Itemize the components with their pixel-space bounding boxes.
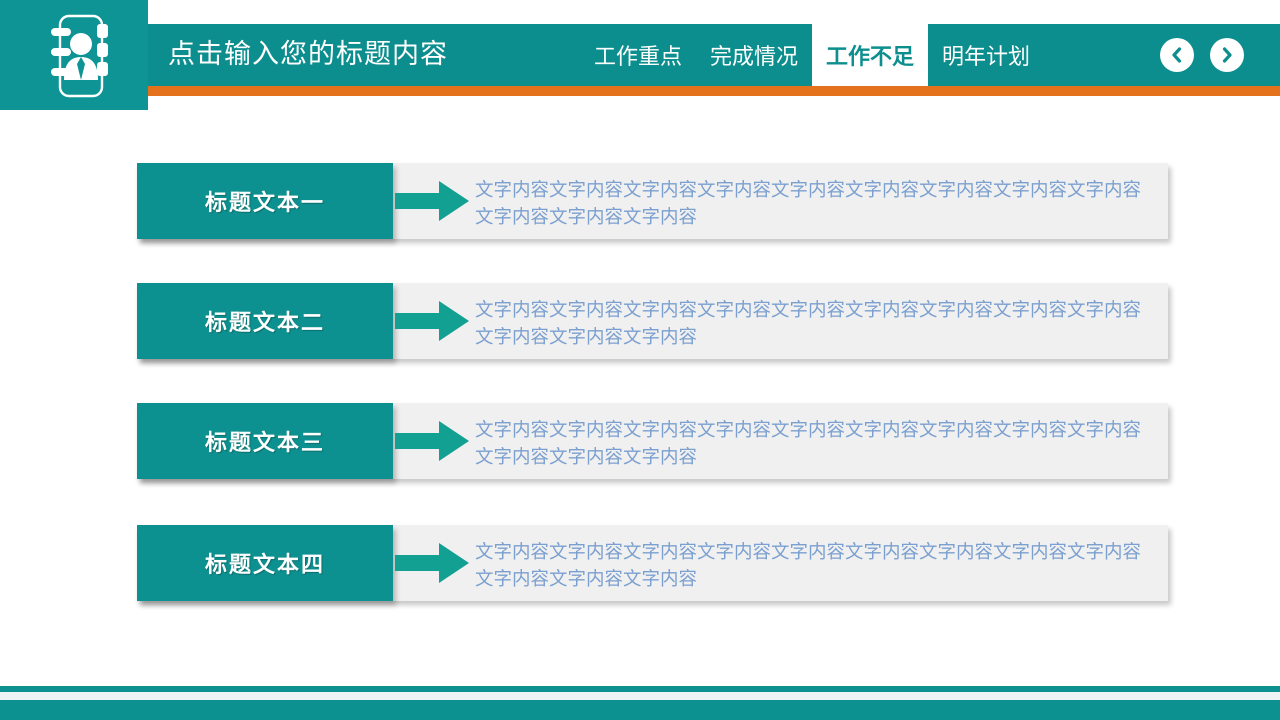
- row-1-title: 标题文本一: [204, 191, 325, 216]
- row-1-title-panel[interactable]: 标题文本一: [137, 163, 393, 239]
- row-2-title: 标题文本二: [204, 311, 325, 336]
- nav-item-work-shortcomings[interactable]: 工作不足: [812, 24, 929, 86]
- footer-thin-line: [0, 686, 1280, 692]
- prev-button[interactable]: [1160, 38, 1194, 72]
- row-4-title-panel[interactable]: 标题文本四: [137, 525, 393, 601]
- page-header: 点击输入您的标题内容 工作重点 完成情况 工作不足 明年计划: [0, 0, 1280, 112]
- content-row-1[interactable]: 标题文本一 文字内容文字内容文字内容文字内容文字内容文字内容文字内容文字内容文字…: [137, 163, 1168, 239]
- chevron-left-icon: [1172, 47, 1182, 63]
- address-book-icon: [51, 14, 108, 98]
- nav-item-completion-status[interactable]: 完成情况: [710, 45, 799, 70]
- page-title: 点击输入您的标题内容: [168, 39, 448, 70]
- top-nav[interactable]: 工作重点 完成情况 工作不足 明年计划: [580, 24, 1044, 86]
- nav-item-next-year-plan[interactable]: 明年计划: [942, 45, 1031, 70]
- arrow-right-icon: [395, 543, 469, 583]
- row-2-title-panel[interactable]: 标题文本二: [137, 283, 393, 359]
- footer-bar: [0, 700, 1280, 720]
- row-3-title: 标题文本三: [204, 431, 325, 456]
- content-row-4[interactable]: 标题文本四 文字内容文字内容文字内容文字内容文字内容文字内容文字内容文字内容文字…: [137, 525, 1168, 601]
- footer-gap-line: [0, 692, 1280, 700]
- content-row-2[interactable]: 标题文本二 文字内容文字内容文字内容文字内容文字内容文字内容文字内容文字内容文字…: [137, 283, 1168, 359]
- logo-block: [0, 0, 148, 110]
- header-orange-accent-bar: [148, 86, 1280, 96]
- arrow-right-icon: [395, 181, 469, 221]
- next-button[interactable]: [1210, 38, 1244, 72]
- row-4-body-text: 文字内容文字内容文字内容文字内容文字内容文字内容文字内容文字内容文字内容文字内容…: [475, 542, 1142, 590]
- header-teal-bar: [148, 24, 1280, 86]
- arrow-right-icon: [395, 301, 469, 341]
- row-3-body-text: 文字内容文字内容文字内容文字内容文字内容文字内容文字内容文字内容文字内容文字内容…: [475, 420, 1142, 468]
- nav-arrow-group[interactable]: [1160, 38, 1244, 72]
- arrow-right-icon: [395, 421, 469, 461]
- row-4-title: 标题文本四: [204, 553, 325, 578]
- row-3-title-panel[interactable]: 标题文本三: [137, 403, 393, 479]
- content-row-3[interactable]: 标题文本三 文字内容文字内容文字内容文字内容文字内容文字内容文字内容文字内容文字…: [137, 403, 1168, 479]
- row-2-body-text: 文字内容文字内容文字内容文字内容文字内容文字内容文字内容文字内容文字内容文字内容…: [475, 300, 1142, 348]
- chevron-right-icon: [1222, 47, 1232, 63]
- nav-item-work-focus[interactable]: 工作重点: [594, 45, 683, 70]
- row-1-body-text: 文字内容文字内容文字内容文字内容文字内容文字内容文字内容文字内容文字内容文字内容…: [475, 180, 1142, 228]
